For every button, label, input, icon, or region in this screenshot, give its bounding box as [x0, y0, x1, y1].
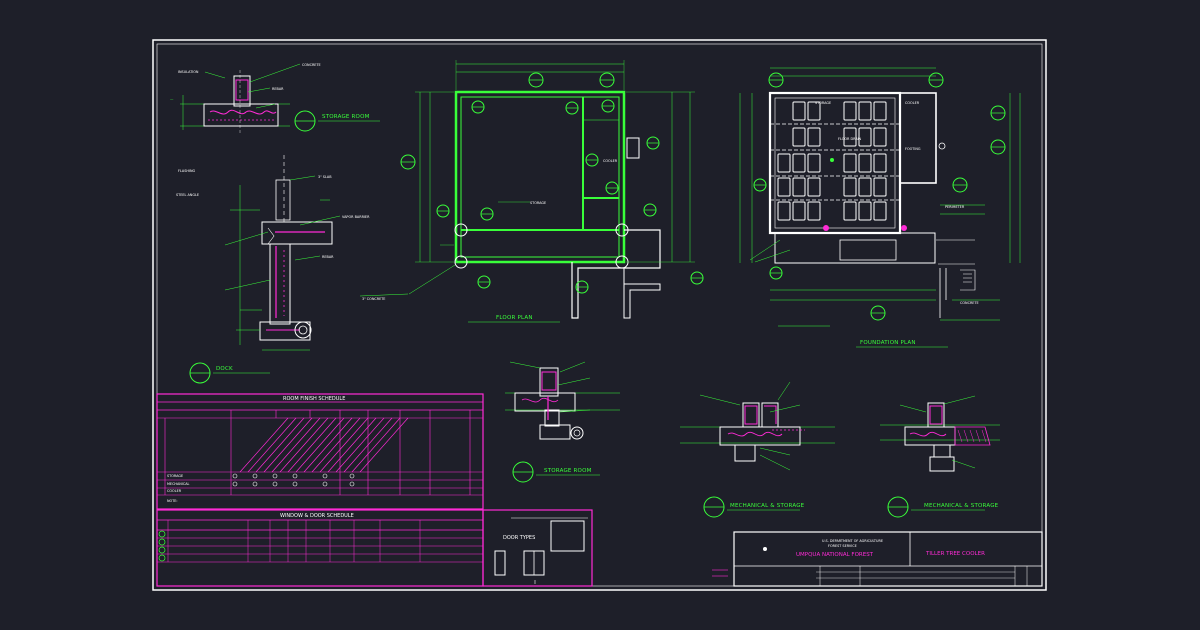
- view-title-storage-room-top: STORAGE ROOM: [322, 114, 370, 120]
- title-block-project: TILLER TREE COOLER: [925, 551, 985, 557]
- door-types-label: DOOR TYPES: [503, 535, 535, 541]
- svg-text:FOOTING: FOOTING: [905, 147, 921, 151]
- svg-text:REBAR: REBAR: [322, 255, 334, 259]
- svg-text:PERIMETER: PERIMETER: [945, 205, 965, 209]
- svg-text:3" CONCRETE: 3" CONCRETE: [362, 297, 385, 301]
- sheet-border: [152, 39, 1047, 591]
- floor-plan: FLOOR PLAN STORAGE COOLER 3" CONCRETE: [359, 60, 704, 323]
- svg-text:STORAGE: STORAGE: [530, 201, 546, 205]
- storage-room-detail-mid: STORAGE ROOM: [505, 361, 620, 483]
- svg-text:STORAGE: STORAGE: [815, 101, 831, 105]
- mechanical-storage-detail-1: MECHANICAL & STORAGE: [680, 381, 835, 518]
- svg-text:3" SLAB: 3" SLAB: [318, 175, 332, 179]
- svg-text:COOLER: COOLER: [905, 101, 920, 105]
- view-title-foundation-plan: FOUNDATION PLAN: [860, 340, 916, 346]
- view-title-storage-room-mid: STORAGE ROOM: [544, 468, 592, 474]
- svg-text:MECHANICAL: MECHANICAL: [167, 482, 190, 486]
- mechanical-storage-detail-2: MECHANICAL & STORAGE: [880, 395, 1000, 518]
- svg-text:FLASHING: FLASHING: [178, 169, 195, 173]
- window-door-schedule: WINDOW & DOOR SCHEDULE DOOR TYPES: [156, 509, 593, 587]
- svg-text:VAPOR BARRIER: VAPOR BARRIER: [342, 215, 370, 219]
- svg-text:COOLER: COOLER: [167, 489, 182, 493]
- svg-text:CONCRETE: CONCRETE: [960, 301, 979, 305]
- svg-text:STORAGE: STORAGE: [167, 474, 183, 478]
- title-block: U.S. DEPARTMENT OF AGRICULTURE FOREST SE…: [712, 531, 1043, 587]
- svg-text:INSULATION: INSULATION: [178, 70, 199, 74]
- svg-text:STEEL ANGLE: STEEL ANGLE: [176, 193, 199, 197]
- svg-text:—: —: [170, 97, 174, 101]
- storage-room-detail-top: STORAGE ROOM INSULATION CONCRETE REBAR —: [170, 63, 380, 135]
- room-finish-schedule: ROOM FINISH SCHEDULE STORAGE MECHANICAL …: [156, 393, 484, 510]
- svg-text:NOTE:: NOTE:: [167, 499, 178, 503]
- view-title-mechanical-storage-2: MECHANICAL & STORAGE: [924, 503, 999, 509]
- svg-text:COOLER: COOLER: [603, 159, 618, 163]
- view-title-dock: DOCK: [216, 366, 233, 372]
- svg-text:FLOOR DRAIN: FLOOR DRAIN: [838, 137, 862, 141]
- dock-detail: DOCK FLASHING STEEL ANGLE 3" SLAB VAPOR …: [176, 155, 370, 384]
- view-title-floor-plan: FLOOR PLAN: [496, 315, 533, 321]
- room-finish-schedule-title: ROOM FINISH SCHEDULE: [283, 396, 345, 402]
- title-block-service: FOREST SERVICE: [828, 544, 857, 548]
- title-block-forest: UMPQUA NATIONAL FOREST: [796, 552, 874, 558]
- svg-text:CONCRETE: CONCRETE: [302, 63, 321, 67]
- view-title-mechanical-storage-1: MECHANICAL & STORAGE: [730, 503, 805, 509]
- sheet-inner-border: [156, 43, 1043, 587]
- window-door-schedule-title: WINDOW & DOOR SCHEDULE: [280, 513, 354, 519]
- svg-text:REBAR: REBAR: [272, 87, 284, 91]
- title-block-agency: U.S. DEPARTMENT OF AGRICULTURE: [822, 539, 883, 543]
- foundation-plan: FOUNDATION PLAN STORAGE COOLER FLOOR DRA…: [739, 67, 1021, 348]
